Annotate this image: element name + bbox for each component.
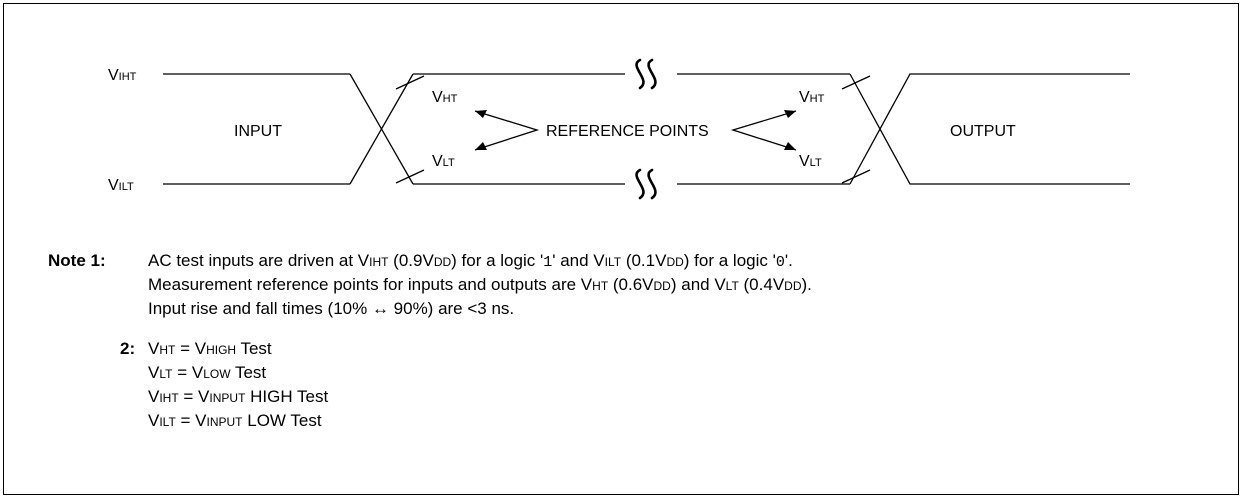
break-symbol-bottom-1	[635, 168, 645, 200]
subscript-text: DD	[433, 255, 452, 269]
text-segment: V	[148, 411, 160, 430]
text-segment: Test	[230, 363, 267, 382]
vlt-right-label: VLT	[799, 153, 822, 170]
tick-vlt-right	[841, 169, 871, 184]
vlt-left-label: VLT	[432, 153, 455, 170]
text-segment: V	[148, 363, 160, 382]
subscript-text: INPUT	[209, 391, 246, 405]
output-low-line	[849, 73, 1130, 185]
note2-line: VHT = VHIGH Test	[148, 339, 272, 359]
subscript-text: IHT	[369, 255, 389, 269]
break-symbol-bottom-2	[647, 168, 657, 200]
tick-vht-right	[841, 75, 871, 90]
text-segment: (0.9V	[388, 251, 434, 270]
subscript-text: LOW	[203, 367, 231, 381]
arrowhead-left-bottom	[475, 142, 487, 150]
text-segment: ) for a logic '	[683, 251, 776, 270]
arrowhead-right-top	[784, 110, 796, 118]
subscript-text: IHT	[159, 391, 179, 405]
vht-left-label: VHT	[432, 89, 458, 106]
subscript-text: HT	[159, 343, 176, 357]
text-segment: (0.6V	[608, 275, 654, 294]
text-segment: (0.4V	[738, 275, 785, 294]
text-segment: = V	[175, 339, 207, 358]
note2-line: VILT = VINPUT LOW Test	[148, 411, 322, 431]
note1-line2: Measurement reference points for inputs …	[148, 275, 812, 295]
text-segment: = V	[178, 387, 210, 406]
note1-line3: Input rise and fall times (10% ↔ 90%) ar…	[148, 299, 515, 318]
break-symbol-top-2	[647, 58, 657, 90]
text-segment: ) and V	[670, 275, 726, 294]
tick-vht-left	[395, 75, 425, 90]
text-segment: '.	[784, 251, 793, 270]
input-label: INPUT	[234, 123, 282, 140]
note2-label: 2:	[120, 339, 136, 358]
break-symbol-top-1	[635, 58, 645, 90]
reference-points-label: REFERENCE POINTS	[546, 123, 709, 140]
arrowhead-right-bottom	[784, 142, 796, 150]
figure-frame	[3, 3, 1239, 495]
subscript-text: HIGH	[206, 343, 237, 357]
text-segment: = V	[175, 411, 207, 430]
tick-vlt-left	[395, 169, 425, 184]
text-segment: ).	[801, 275, 812, 294]
text-segment: ' and V	[552, 251, 605, 270]
text-segment: LOW Test	[242, 411, 322, 430]
text-segment: Test	[236, 339, 272, 358]
subscript-text: LT	[159, 367, 173, 381]
subscript-text: LT	[725, 279, 739, 293]
note2-line: VIHT = VINPUT HIGH Test	[148, 387, 328, 407]
input-rise-edge	[349, 73, 414, 185]
text-segment: Measurement reference points for inputs …	[148, 275, 593, 294]
text-segment: AC test inputs are driven at V	[148, 251, 370, 270]
text-segment: V	[148, 339, 160, 358]
vht-right-label: VHT	[799, 89, 825, 106]
note1-line1: AC test inputs are driven at VIHT (0.9VD…	[148, 251, 793, 271]
note1-label: Note 1:	[48, 251, 106, 270]
subscript-text: DD	[666, 255, 684, 269]
ref-arrow-left	[474, 110, 540, 151]
text-segment: = V	[172, 363, 204, 382]
text-segment: HIGH Test	[245, 387, 329, 406]
subscript-text: DD	[784, 279, 802, 293]
subscript-text: HT	[592, 279, 609, 293]
subscript-text: ILT	[604, 255, 622, 269]
subscript-text: INPUT	[206, 415, 243, 429]
note2-line: VLT = VLOW Test	[148, 363, 266, 383]
logic-value: 1	[543, 254, 553, 271]
subscript-text: DD	[653, 279, 671, 293]
vil-label: VILT	[108, 177, 134, 194]
text-segment: ) for a logic '	[451, 251, 544, 270]
logic-value: 0	[775, 254, 785, 271]
arrowhead-left-top	[475, 110, 487, 118]
vih-label: VIHT	[108, 67, 137, 84]
text-segment: (0.1V	[621, 251, 667, 270]
output-high-line	[849, 73, 1130, 185]
text-segment: V	[148, 387, 160, 406]
ref-arrow-right	[730, 110, 797, 151]
subscript-text: ILT	[159, 415, 176, 429]
output-label: OUTPUT	[950, 123, 1016, 140]
